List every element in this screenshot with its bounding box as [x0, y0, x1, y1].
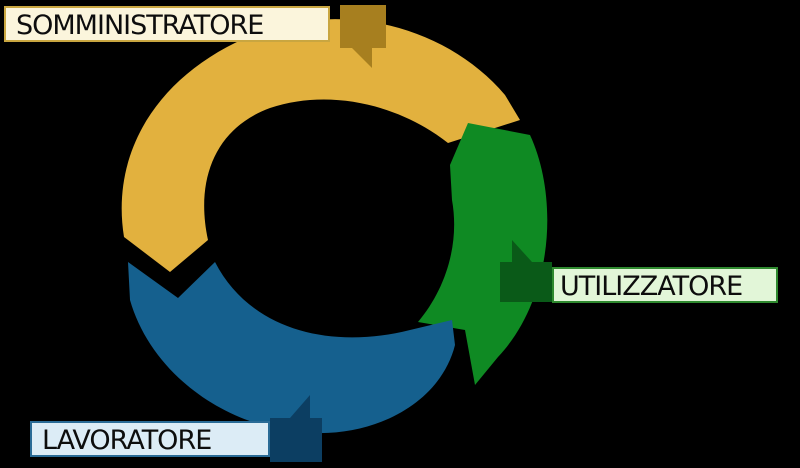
tab-utilizzatore [500, 240, 552, 302]
arc-arrow-lavoratore [128, 262, 455, 434]
label-somministratore: SOMMINISTRATORE [4, 6, 330, 42]
tab-lavoratore [270, 395, 322, 462]
tab-somministratore [340, 5, 386, 68]
label-utilizzatore: UTILIZZATORE [552, 267, 778, 303]
label-lavoratore: LAVORATORE [30, 421, 270, 457]
arc-arrow-utilizzatore [418, 123, 548, 385]
arc-arrow-somministratore [121, 19, 520, 272]
